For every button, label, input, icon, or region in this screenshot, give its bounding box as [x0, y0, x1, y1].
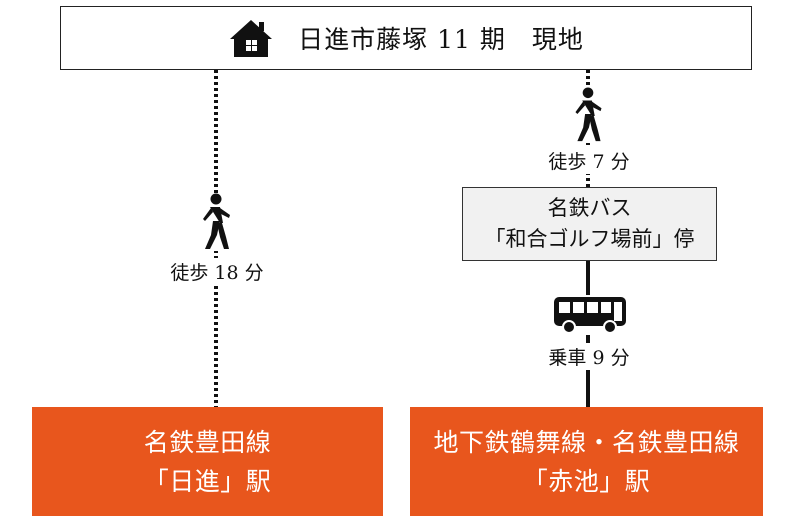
destination-box: 日進市藤塚 11 期 現地 [60, 6, 752, 70]
bus-ride-time-label: 乗車 9 分 [538, 343, 640, 370]
station-line-name: 地下鉄鶴舞線・名鉄豊田線 [433, 427, 740, 457]
walking-person-icon-right [568, 87, 608, 143]
station-name: 「赤池」駅 [522, 466, 651, 496]
station-name: 「日進」駅 [143, 466, 272, 496]
left-walk-time-label: 徒歩 18 分 [160, 258, 274, 285]
station-box-akaike: 地下鉄鶴舞線・名鉄豊田線 「赤池」駅 [410, 407, 763, 516]
right-walk-time-label: 徒歩 7 分 [538, 147, 640, 174]
destination-title: 日進市藤塚 11 期 現地 [298, 25, 584, 54]
station-box-nisshin: 名鉄豊田線 「日進」駅 [32, 407, 383, 516]
walking-person-icon-left [196, 193, 236, 251]
house-icon [230, 20, 273, 57]
bus-icon [552, 295, 628, 335]
bus-stop-operator: 名鉄バス [547, 196, 632, 220]
bus-stop-box: 名鉄バス 「和合ゴルフ場前」停 [462, 187, 717, 261]
bus-stop-name: 「和合ゴルフ場前」停 [484, 227, 695, 251]
station-line-name: 名鉄豊田線 [143, 427, 272, 457]
